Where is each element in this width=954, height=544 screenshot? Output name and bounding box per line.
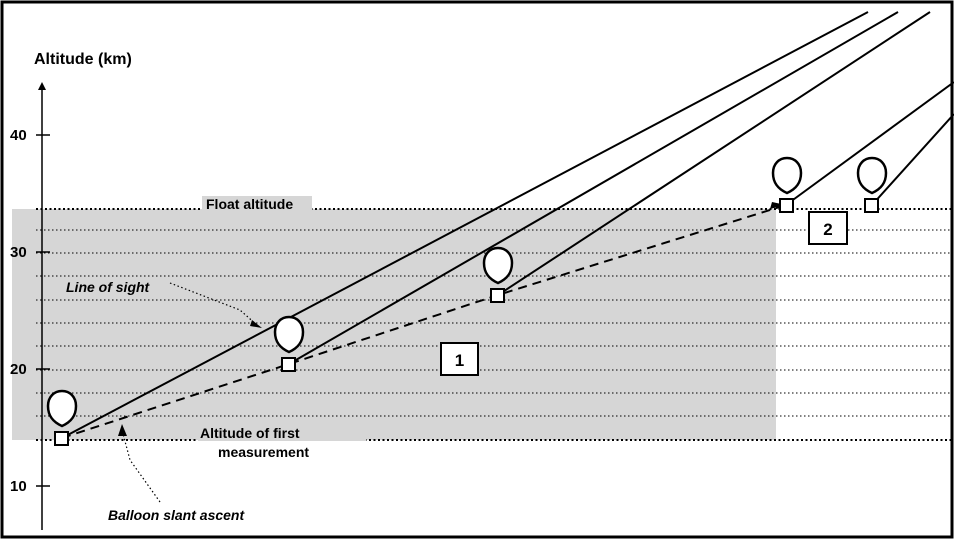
first-measurement-label-bg xyxy=(198,425,366,441)
slant-ascent-label: Balloon slant ascent xyxy=(108,507,245,523)
first-measurement-label-line2: measurement xyxy=(218,444,309,460)
gondola-icon xyxy=(779,198,794,213)
balloon-4 xyxy=(771,156,803,213)
line-of-sight-leader-arrow xyxy=(250,320,262,328)
gondola-icon xyxy=(54,431,69,446)
tick-label-20: 20 xyxy=(10,361,27,378)
balloon-5 xyxy=(856,156,888,213)
line-of-sight-label: Line of sight xyxy=(66,279,151,295)
balloon-1 xyxy=(46,389,78,446)
first-measurement-label-line1: Altitude of first xyxy=(200,425,300,441)
tick-label-10: 10 xyxy=(10,478,27,495)
balloon-3 xyxy=(482,246,514,303)
balloon-icon xyxy=(856,156,888,195)
float-altitude-label-bg xyxy=(202,196,312,212)
tick-label-30: 30 xyxy=(10,244,27,261)
slant-ascent-leader xyxy=(121,429,161,503)
lines-of-sight xyxy=(61,11,954,439)
ascent-arrowhead xyxy=(770,202,786,209)
gondola-icon xyxy=(864,198,879,213)
region-2-label: 2 xyxy=(823,220,832,239)
axis-title: Altitude (km) xyxy=(34,51,132,68)
float-altitude-label: Float altitude xyxy=(206,196,293,212)
region-1-label: 1 xyxy=(455,351,464,370)
balloon-icon xyxy=(771,156,803,195)
gondola-icon xyxy=(490,288,505,303)
balloon-icon xyxy=(46,389,78,428)
region-1-box: 1 xyxy=(440,342,479,376)
y-axis-ticks xyxy=(36,134,50,487)
slant-ascent-path xyxy=(61,204,787,439)
balloon-icon xyxy=(482,246,514,285)
tick-label-40: 40 xyxy=(10,127,27,144)
line-of-sight-leader xyxy=(169,282,259,327)
region-2-box: 2 xyxy=(808,211,848,245)
balloon-icon xyxy=(273,315,305,354)
slant-ascent-leader-arrow xyxy=(118,424,127,436)
gondola-icon xyxy=(281,357,296,372)
balloon-2 xyxy=(273,315,305,372)
